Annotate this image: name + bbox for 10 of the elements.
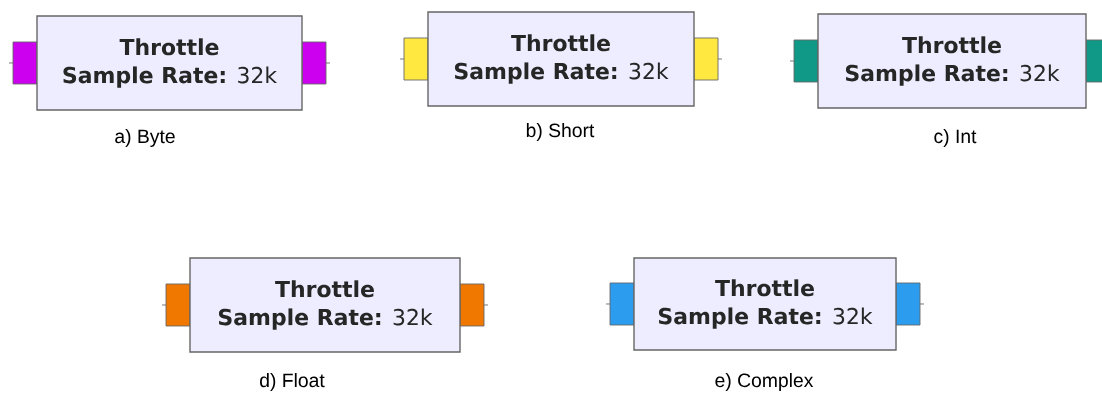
node-label: c) Int [934, 129, 977, 147]
node-label: a) Byte [115, 129, 175, 147]
node-label: e) Complex [715, 373, 814, 391]
block-box: Throttle Sample Rate: 32k [189, 257, 461, 353]
node-label: b) Short [526, 123, 595, 141]
block-box: Throttle Sample Rate: 32k [633, 257, 897, 351]
block-box: Throttle Sample Rate: 32k [817, 13, 1087, 109]
node-label: d) Float [260, 373, 325, 391]
block-box: Throttle Sample Rate: 32k [427, 11, 695, 107]
block-box: Throttle Sample Rate: 32k [36, 15, 303, 111]
